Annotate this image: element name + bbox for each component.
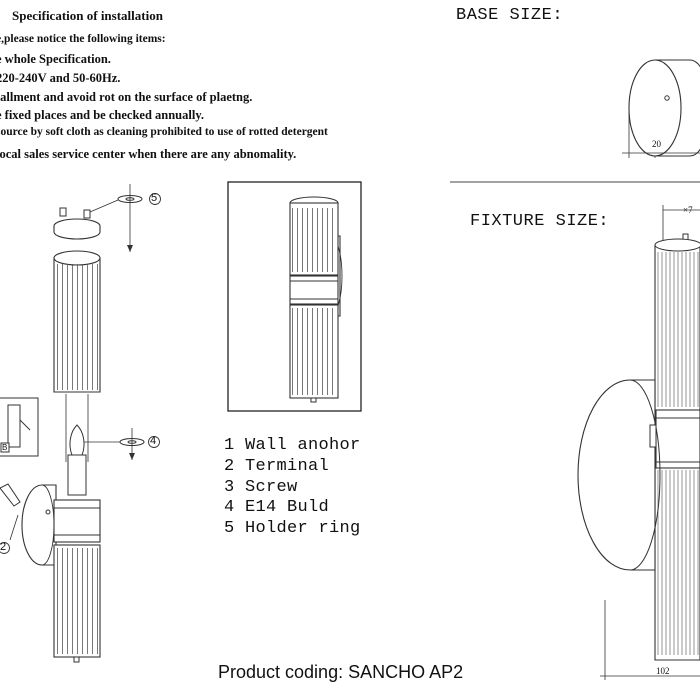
callout-4: 4	[150, 435, 157, 447]
fixture-diameter-dim: ×7	[683, 205, 693, 215]
assembled-view	[227, 181, 362, 412]
base-drawing	[622, 59, 700, 158]
part-5: 5 Holder ring	[224, 519, 361, 538]
callout-5: 5	[151, 192, 158, 204]
product-coding: Product coding: SANCHO AP2	[218, 662, 464, 682]
part-4: 4 E14 Buld	[224, 498, 329, 517]
base-size-heading: BASE SIZE:	[456, 6, 564, 25]
spec-title: Specification of installation	[12, 8, 163, 23]
part-1: 1 Wall anohor	[224, 436, 361, 455]
callout-2: 2	[0, 541, 7, 553]
base-depth-dim: 20	[652, 139, 661, 149]
spec-line-7: local sales service center when there ar…	[0, 147, 297, 161]
part-1-name: Wall anohor	[245, 436, 361, 455]
spec-line-1: e,please notice the following items:	[0, 33, 166, 45]
part-4-number: 4	[224, 498, 235, 517]
fixture-width-dim: 102	[656, 666, 670, 676]
fixture-size-heading: FIXTURE SIZE:	[470, 212, 610, 231]
part-2-name: Terminal	[245, 457, 330, 476]
part-5-number: 5	[224, 519, 235, 538]
part-2-number: 2	[224, 457, 235, 476]
inset-label-b: B	[2, 443, 8, 452]
part-3: 3 Screw	[224, 478, 298, 497]
part-2: 2 Terminal	[224, 457, 329, 476]
exploded-assembly	[0, 184, 161, 663]
part-3-number: 3	[224, 478, 235, 497]
part-5-name: Holder ring	[245, 519, 361, 538]
part-4-name: E14 Buld	[245, 498, 330, 517]
fixture-drawing	[577, 205, 700, 680]
spec-line-6: source by soft cloth as cleaning prohibi…	[0, 126, 328, 138]
spec-line-2: e whole Specification.	[0, 52, 111, 66]
spec-line-4: tallment and avoid rot on the surface of…	[0, 90, 253, 104]
spec-line-5: e fixed places and be checked annually.	[0, 108, 205, 122]
part-3-name: Screw	[245, 478, 298, 497]
spec-line-3: 220-240V and 50-60Hz.	[0, 71, 121, 85]
part-1-number: 1	[224, 436, 235, 455]
